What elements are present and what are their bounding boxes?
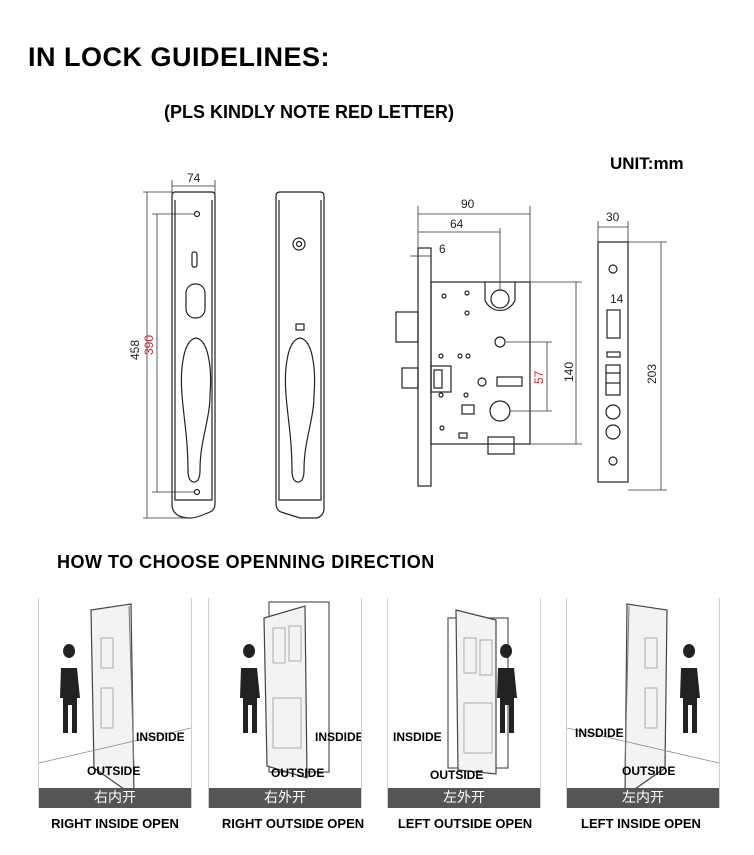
cn-direction-bar: 左内开	[567, 788, 719, 808]
caption-right-outside-open: RIGHT OUTSIDE OPEN	[221, 816, 365, 831]
cn-direction-bar: 右外开	[209, 788, 361, 808]
cn-direction-bar: 右内开	[39, 788, 191, 808]
door-panel-right-inside: INSDIDE OUTSIDE 右内开	[38, 598, 192, 808]
person-icon	[240, 644, 260, 733]
dim-backset: 64	[450, 217, 464, 231]
mortise-body	[395, 247, 531, 487]
section-title: HOW TO CHOOSE OPENNING DIRECTION	[57, 552, 435, 572]
dim-hole-spacing: 390	[142, 335, 156, 355]
dim-body-width: 90	[461, 197, 475, 211]
plate-dimensions	[143, 180, 216, 519]
door-panel-right-outside: INSDIDE OUTSIDE 右外开	[208, 598, 362, 808]
back-plate	[275, 191, 325, 519]
caption-left-outside-open: LEFT OUTSIDE OPEN	[397, 816, 533, 831]
person-icon	[497, 644, 517, 733]
dim-plate-width: 74	[187, 171, 201, 185]
page-title: IN LOCK GUIDELINES:	[28, 42, 331, 72]
unit-label: UNIT:mm	[610, 154, 684, 173]
dim-body-height: 140	[562, 362, 576, 382]
inside-label: INSDIDE	[575, 726, 624, 740]
dim-plate-height: 458	[128, 340, 142, 360]
door-panel-left-outside: INSDIDE OUTSIDE 左外开	[387, 598, 541, 808]
door-leaf	[455, 609, 497, 775]
dim-face-offset: 6	[439, 242, 446, 256]
mortise-dimensions	[410, 206, 582, 445]
lock-technical-drawing: 74 458 390	[128, 171, 667, 519]
person-icon	[680, 644, 700, 733]
outside-label: OUTSIDE	[430, 768, 484, 782]
inside-label: INSDIDE	[315, 730, 362, 744]
front-plate	[171, 191, 216, 519]
dim-latch-offset: 14	[610, 292, 624, 306]
inside-label: INSDIDE	[136, 730, 185, 744]
caption-left-inside-open: LEFT INSIDE OPEN	[581, 816, 701, 831]
inside-label: INSDIDE	[393, 730, 442, 744]
page-subtitle: (PLS KINDLY NOTE RED LETTER)	[164, 102, 455, 122]
person-icon	[60, 644, 80, 733]
dim-handle-spacing: 57	[532, 370, 546, 384]
faceplate	[597, 241, 629, 483]
faceplate-dimensions	[597, 221, 667, 491]
outside-label: OUTSIDE	[622, 764, 676, 778]
cn-direction-bar: 左外开	[388, 788, 540, 808]
outside-label: OUTSIDE	[87, 764, 141, 778]
dim-faceplate-height: 203	[645, 364, 659, 384]
caption-right-inside-open: RIGHT INSIDE OPEN	[51, 816, 179, 831]
outside-label: OUTSIDE	[271, 766, 325, 780]
door-panel-left-inside: INSDIDE OUTSIDE 左内开	[566, 598, 720, 808]
dim-faceplate-width: 30	[606, 210, 620, 224]
door-leaf	[263, 605, 308, 779]
